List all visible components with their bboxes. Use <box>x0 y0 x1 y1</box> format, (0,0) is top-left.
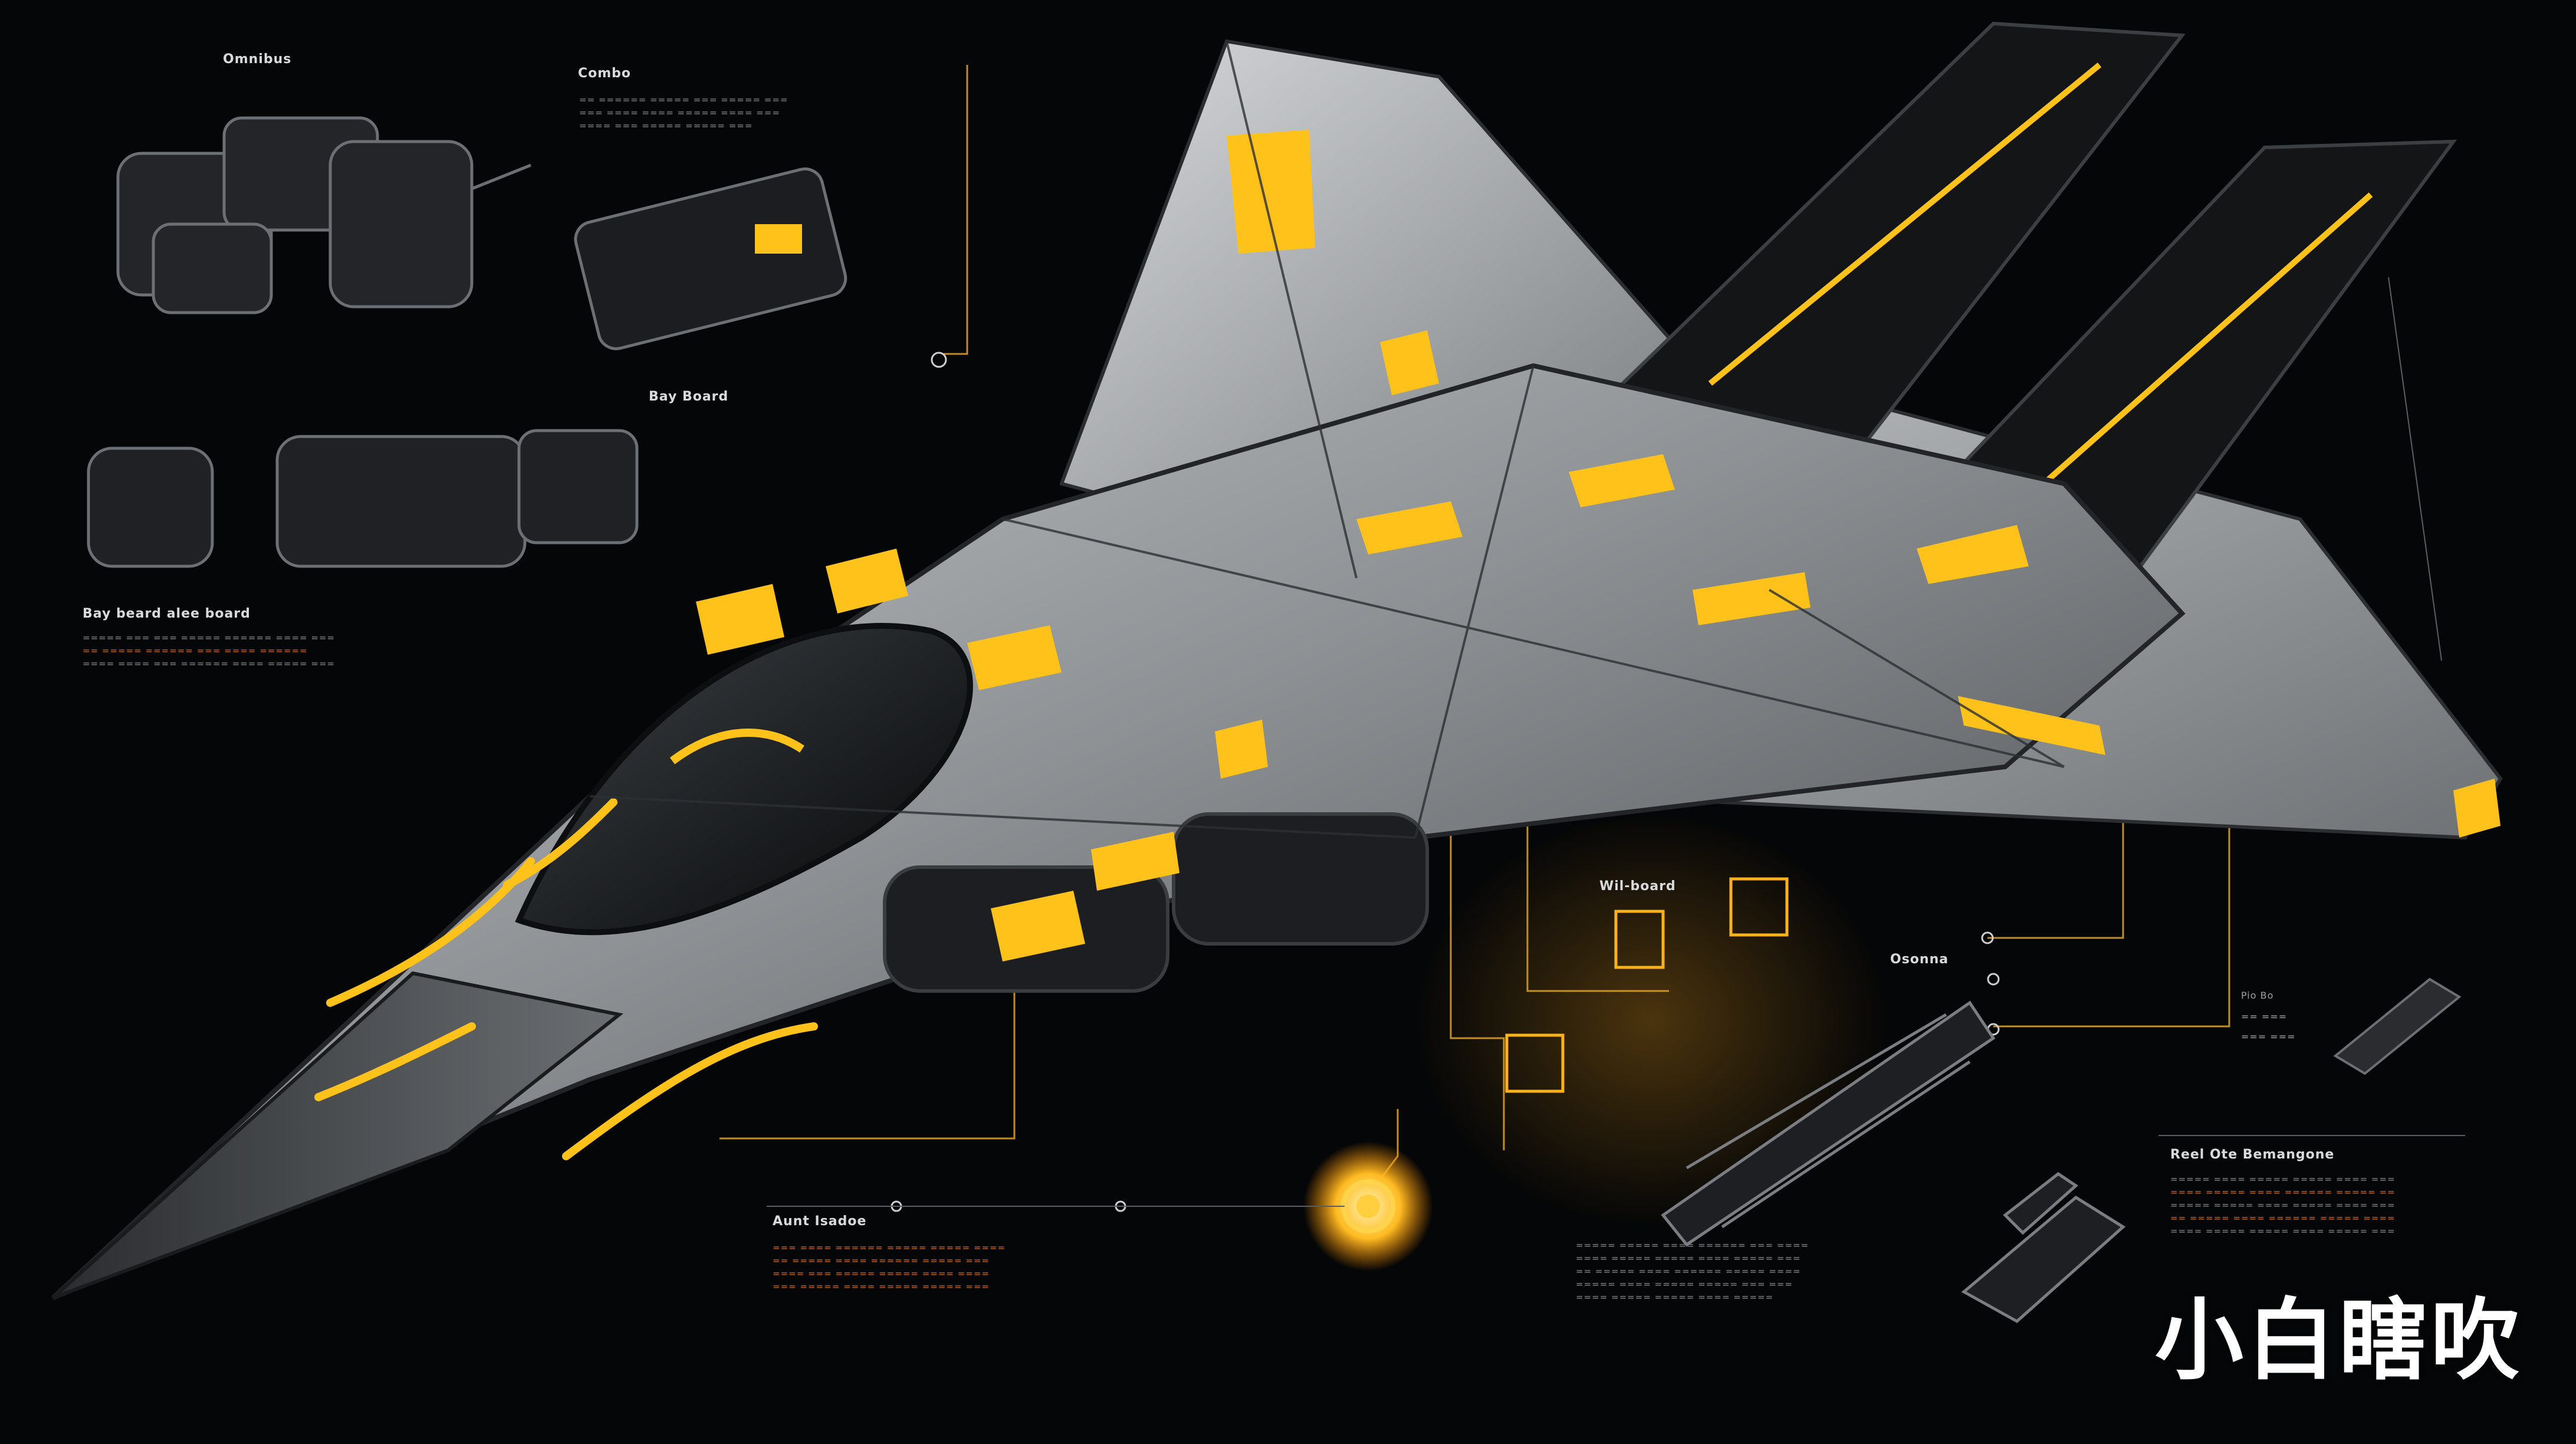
callout-mid: Bay Board <box>649 389 729 404</box>
text-row: ==== ==== === ====== ==== ===== === <box>83 658 336 669</box>
text-row: ==== === ===== ===== === <box>579 120 753 131</box>
component-part-top-mid <box>574 167 847 350</box>
text-row: ===== ==== ===== ===== ==== === <box>2170 1174 2396 1184</box>
text-block-bottom-mid: === ==== ====== ===== ===== ==== == ====… <box>773 1241 1006 1293</box>
text-row: ==== ===== ==== ====== ===== == <box>2170 1187 2396 1197</box>
text-row: === ==== ==== ===== ==== === <box>579 107 780 118</box>
callout-top-left: Omnibus <box>223 52 292 67</box>
text-row: ==== ===== ===== ==== ===== <box>1576 1292 1774 1302</box>
text-row: ===== ===== ==== ===== ==== === <box>2170 1200 2396 1210</box>
mini-label: == === <box>2241 1011 2288 1022</box>
text-row: ===== ==== ===== ===== === === <box>1576 1279 1793 1289</box>
callout-left-section: Bay beard alee board <box>83 606 251 621</box>
mini-label: Pio Bo <box>2241 990 2274 1001</box>
text-row: == ===== ====== === ==== ====== <box>83 645 308 656</box>
text-row: ===== === === ===== ====== ==== === <box>83 632 336 643</box>
callout-center-box: Wil-board <box>1599 879 1676 894</box>
callout-right-mid: Osonna <box>1890 952 1949 967</box>
glowing-orb <box>1303 1141 1433 1271</box>
jet-body <box>51 21 2503 1300</box>
connector-dots <box>891 352 2000 1212</box>
missile-part-right <box>2333 977 2462 1075</box>
text-row: == ===== ==== ====== ===== ==== <box>2170 1213 2396 1223</box>
text-block-left: ===== === === ===== ====== ==== === == =… <box>83 631 335 670</box>
text-row: == ===== ==== ====== ===== ==== <box>1576 1266 1801 1276</box>
schematic-squares <box>1505 877 1789 1093</box>
text-row: === ==== ====== ===== ===== ==== <box>773 1242 1006 1253</box>
text-row: ==== ===== ===== ==== ===== === <box>1576 1253 1801 1264</box>
callout-bottom-mid: Aunt Isadoe <box>773 1214 867 1229</box>
text-row: == ====== ===== === ===== === <box>579 94 788 105</box>
mini-label: === === <box>2241 1031 2296 1042</box>
text-row: ==== ===== ===== ==== ===== === <box>2170 1226 2396 1236</box>
engine-part-top-left <box>116 116 531 314</box>
part-sketches-left <box>87 429 639 568</box>
watermark-text: 小白瞎吹 <box>2154 1289 2523 1392</box>
callout-top-mid: Combo <box>578 66 632 81</box>
divider-lines <box>767 277 2465 1207</box>
part-sketch-bottom-center <box>1661 1000 1996 1247</box>
text-row: ==== === ===== ===== ==== ==== <box>773 1268 990 1279</box>
text-row: ===== ===== ==== ====== === ==== <box>1576 1240 1809 1251</box>
part-sketch-bottom-right <box>1961 1171 2126 1324</box>
text-block-top-mid: == ====== ===== === ===== === === ==== =… <box>579 93 788 132</box>
text-block-bottom-right: ===== ==== ===== ===== ==== === ==== ===… <box>2170 1173 2396 1238</box>
callout-bottom-right: Reel Ote Bemangone <box>2170 1147 2335 1162</box>
text-block-bottom-center: ===== ===== ==== ====== === ==== ==== ==… <box>1576 1239 1809 1304</box>
text-row: === ===== ==== ===== ===== === <box>773 1281 990 1292</box>
text-row: == ===== ==== ====== ===== === <box>773 1255 990 1266</box>
